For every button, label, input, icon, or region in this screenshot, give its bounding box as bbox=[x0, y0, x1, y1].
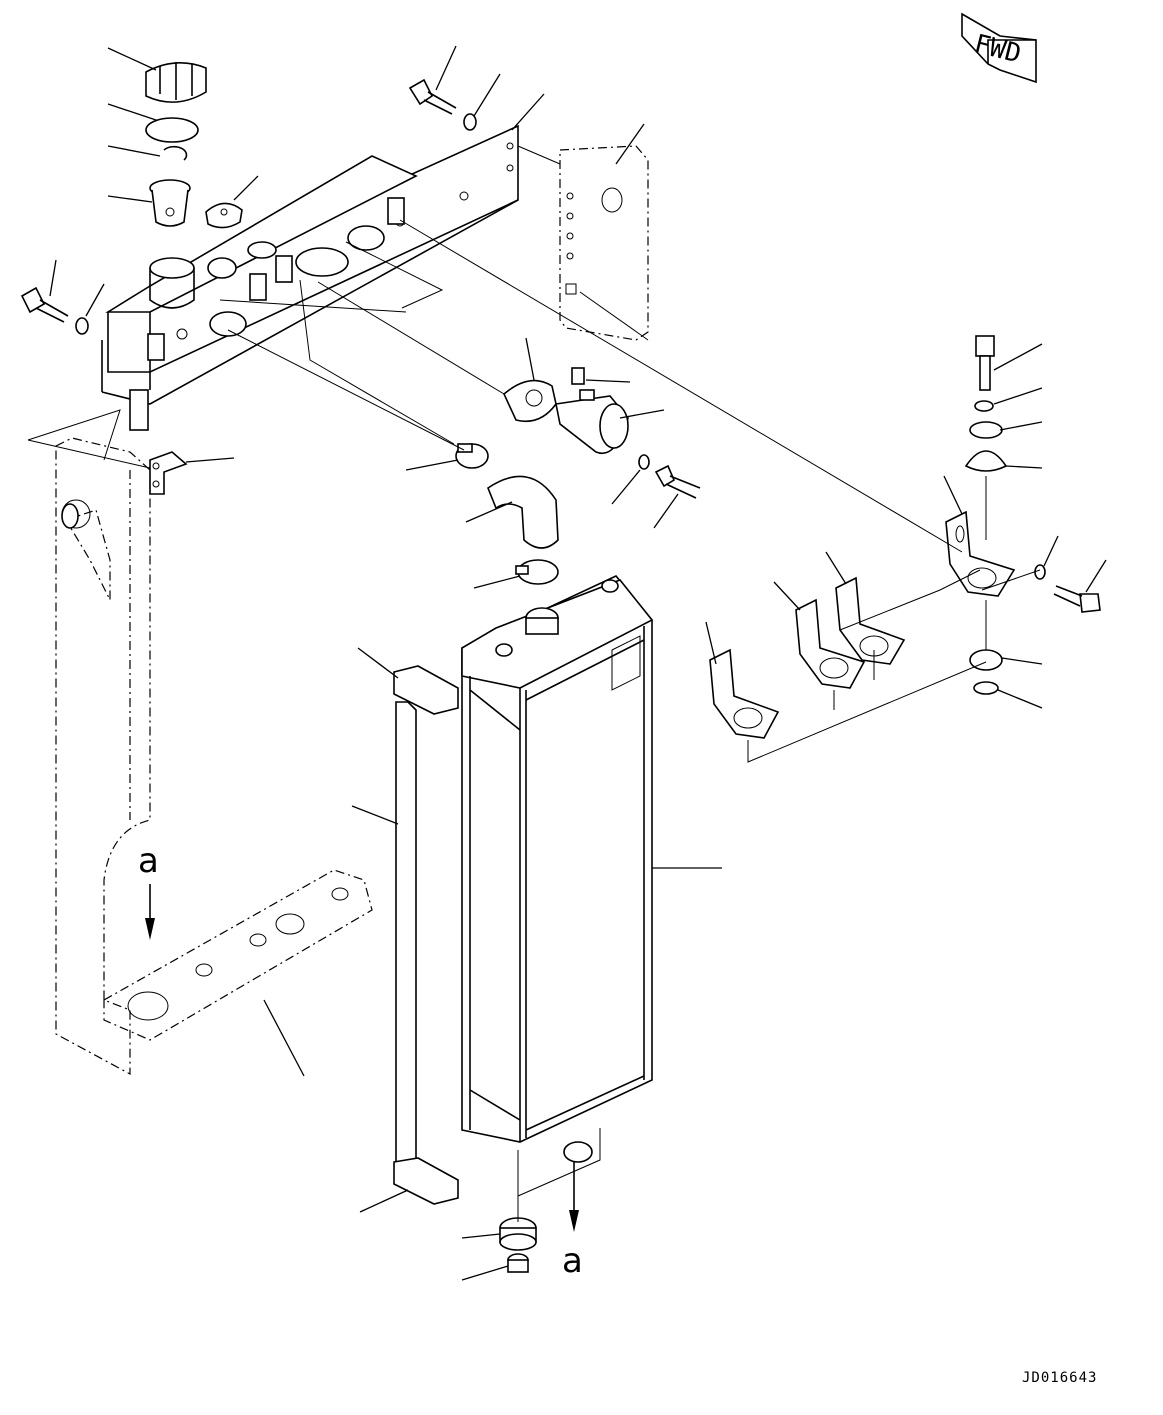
fwd-label: FWD bbox=[971, 29, 1024, 69]
bolt-bracket bbox=[1053, 585, 1101, 613]
bracket-left bbox=[709, 648, 780, 739]
hose bbox=[487, 475, 559, 549]
washer-top bbox=[463, 113, 477, 131]
cushion-upper bbox=[964, 450, 1008, 472]
bolt-mount bbox=[975, 335, 995, 391]
reference-mark-top: a bbox=[138, 841, 159, 881]
upper-tank bbox=[101, 124, 519, 431]
washer-mount bbox=[969, 421, 1003, 439]
lower-frame-plate bbox=[103, 869, 373, 1041]
gasket-flange bbox=[503, 379, 557, 423]
collar bbox=[507, 1253, 529, 1273]
bushing bbox=[499, 1217, 537, 1251]
washer-left bbox=[75, 317, 89, 335]
retaining-clip bbox=[163, 145, 188, 161]
clamp-lower bbox=[515, 559, 559, 585]
drawing-number: JD016643 bbox=[1022, 1370, 1097, 1386]
o-ring bbox=[145, 117, 199, 143]
radiator-cap bbox=[145, 62, 207, 103]
reference-mark-bottom: a bbox=[562, 1241, 583, 1281]
bolt-left bbox=[20, 286, 69, 323]
bolt-pipe bbox=[654, 464, 701, 499]
bracket-right bbox=[945, 510, 1016, 597]
bolt-top bbox=[408, 78, 457, 115]
clamp-upper bbox=[455, 443, 489, 469]
right-support-bracket bbox=[559, 145, 649, 341]
bracket-middle-2 bbox=[795, 598, 866, 689]
plug bbox=[205, 202, 243, 229]
washer-pipe bbox=[638, 454, 650, 470]
assembly-lines bbox=[27, 145, 1041, 1222]
left-frame bbox=[55, 437, 151, 1076]
seal-upper bbox=[393, 665, 459, 715]
outlet-pipe bbox=[555, 389, 629, 455]
washer-lower bbox=[973, 681, 999, 695]
seal-vertical bbox=[395, 701, 417, 1173]
leader-lines bbox=[49, 45, 1107, 1281]
seal-lower bbox=[393, 1157, 459, 1205]
strainer bbox=[149, 179, 191, 227]
fwd-direction-arrow: FWD bbox=[961, 12, 1037, 84]
nut bbox=[974, 400, 994, 412]
radiator-core bbox=[461, 575, 654, 1163]
washer-bracket bbox=[1034, 564, 1046, 580]
mount-plate bbox=[149, 451, 188, 495]
bleeder-plug bbox=[571, 367, 585, 385]
bracket-middle-1 bbox=[835, 576, 906, 665]
